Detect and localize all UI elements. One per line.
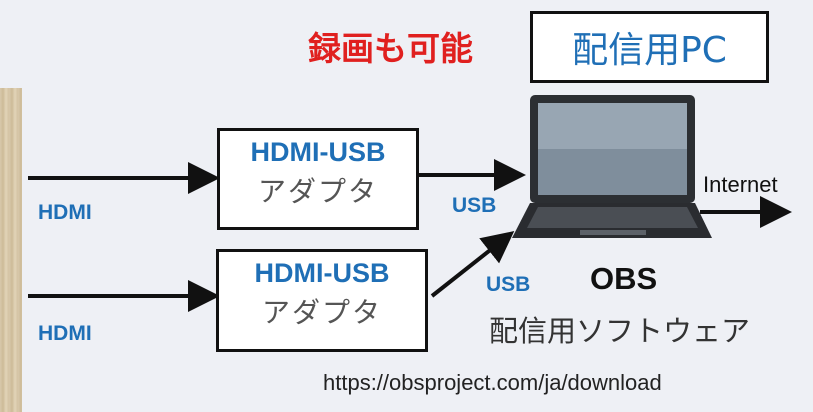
software-name: OBS (590, 261, 658, 296)
adapter-top-line1: HDMI-USB (250, 137, 386, 167)
internet-label: Internet (703, 172, 778, 197)
wood-background-strip (0, 88, 22, 412)
usb-label-bottom: USB (486, 273, 531, 296)
software-description: 配信用ソフトウェア (489, 314, 751, 348)
laptop-icon (512, 95, 712, 238)
pc-label-box: 配信用PC (530, 11, 769, 83)
download-url[interactable]: https://obsproject.com/ja/download (323, 370, 662, 395)
adapter-top-line2: アダプタ (257, 175, 378, 208)
hdmi-label-bottom: HDMI (38, 322, 92, 345)
adapter-box-bottom: HDMI-USB アダプタ (216, 249, 428, 352)
hdmi-label-top: HDMI (38, 201, 92, 224)
adapter-bottom-line1: HDMI-USB (254, 258, 390, 288)
adapter-bottom-line2: アダプタ (261, 296, 382, 329)
recording-note: 録画も可能 (308, 29, 473, 68)
adapter-box-top: HDMI-USB アダプタ (217, 128, 419, 230)
pc-label: 配信用PC (572, 30, 727, 71)
usb-arrow-bottom (430, 231, 515, 298)
usb-label-top: USB (452, 194, 497, 217)
